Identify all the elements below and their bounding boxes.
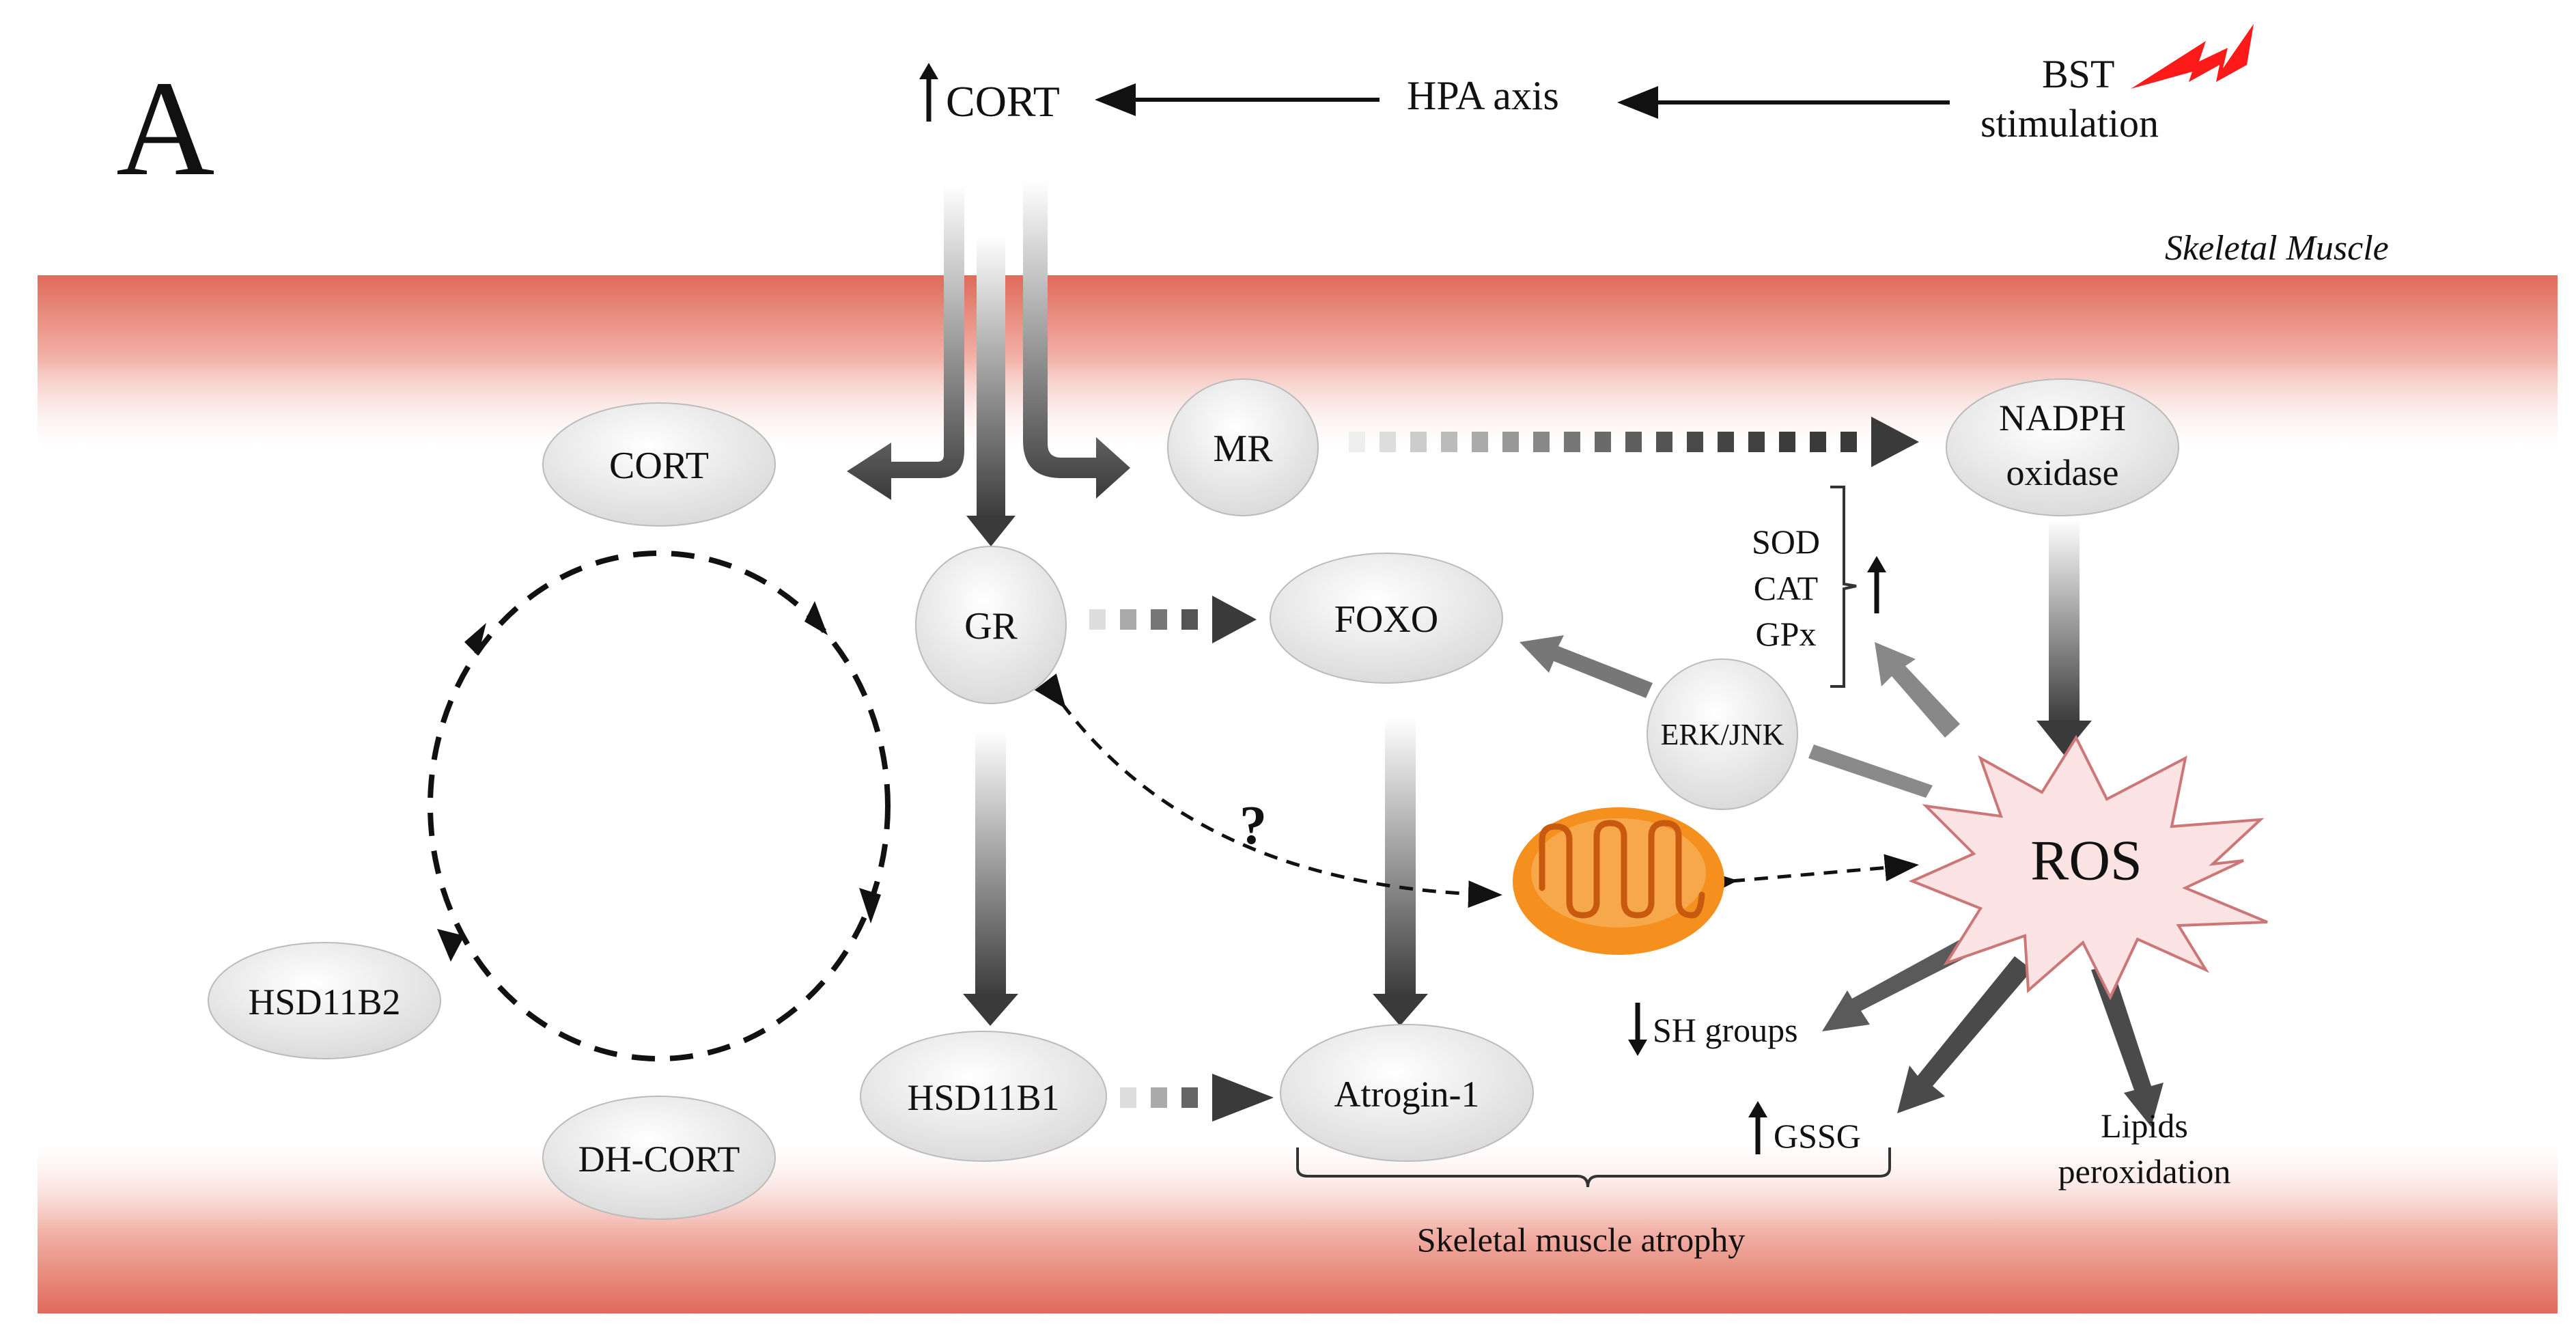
arrow-to-gr-shaft (977, 236, 1005, 519)
panel-letter: A (116, 53, 214, 204)
ros-to-lipids-arrow (2091, 964, 2164, 1127)
antioxidant-gpx: GPx (1756, 615, 1817, 653)
hsd11b1-to-atrogin-arrow (1120, 1074, 1274, 1122)
node-erk-jnk: ERK/JNK (1647, 658, 1798, 810)
mito-ros-dashed-link (1703, 854, 1919, 897)
up-arrow-icon (1867, 556, 1886, 613)
node-atrogin-1: Atrogin-1 (1280, 1024, 1534, 1162)
region-label: Skeletal Muscle (2165, 229, 2389, 268)
svg-text:HSD11B1: HSD11B1 (907, 1077, 1059, 1118)
lipids-label-line1: Lipids (2101, 1107, 2188, 1145)
antioxidant-cat: CAT (1754, 569, 1818, 607)
ros-to-sh-arrow (1822, 936, 1979, 1031)
question-mark: ? (1240, 796, 1267, 856)
antioxidant-sod: SOD (1752, 523, 1820, 561)
top-flow: CORT HPA axis BST stimulation (919, 24, 2254, 145)
svg-text:HSD11B2: HSD11B2 (248, 982, 400, 1022)
erkjnk-to-foxo-arrow (1520, 635, 1653, 698)
svg-text:ERK/JNK: ERK/JNK (1661, 718, 1784, 751)
top-cort-label: CORT (946, 77, 1060, 126)
node-nadph-oxidase: NADPH oxidase (1946, 378, 2179, 516)
antioxidant-group: SOD CAT GPx (1752, 486, 1886, 688)
arrow-to-gr-head (966, 516, 1016, 546)
svg-text:Atrogin-1: Atrogin-1 (1334, 1074, 1480, 1115)
node-gr: GR (915, 546, 1067, 704)
atrophy-brace (1296, 1147, 1891, 1188)
up-arrow-icon (1748, 1101, 1767, 1154)
svg-text:CORT: CORT (609, 445, 709, 487)
arrow-to-cort-node (847, 184, 964, 500)
svg-text:FOXO: FOXO (1334, 598, 1438, 641)
bst-label-line1: BST (2042, 52, 2114, 96)
lipids-label-line2: peroxidation (2058, 1152, 2231, 1191)
gr-to-foxo-arrow (1089, 596, 1257, 643)
atrophy-label: Skeletal muscle atrophy (1417, 1221, 1745, 1259)
hpa-axis-label: HPA axis (1407, 73, 1559, 118)
arrow-to-mr (1023, 181, 1130, 499)
ros-to-erkjnk-arrow (1808, 744, 1933, 798)
svg-text:oxidase: oxidase (2006, 452, 2119, 493)
sh-groups-label: SH groups (1653, 1011, 1798, 1049)
down-arrow-icon (1628, 1003, 1647, 1056)
svg-text:GR: GR (964, 605, 1018, 648)
cort-cycle (428, 551, 891, 1061)
node-foxo: FOXO (1270, 553, 1503, 684)
up-arrow-icon (919, 63, 938, 122)
nadph-to-ros-arrow (2036, 519, 2092, 755)
node-hsd11b2: HSD11B2 (208, 942, 441, 1059)
mitochondrion-icon (1513, 807, 1724, 955)
node-mr: MR (1167, 378, 1319, 516)
svg-text:DH-CORT: DH-CORT (578, 1139, 740, 1180)
node-dh-cort: DH-CORT (542, 1096, 776, 1220)
svg-text:MR: MR (1213, 428, 1273, 470)
node-hsd11b1: HSD11B1 (860, 1031, 1107, 1162)
node-ros: ROS (1908, 734, 2268, 1001)
gssg-label: GSSG (1774, 1117, 1861, 1155)
lightning-icon (2131, 24, 2254, 89)
gr-to-hsd11b1-arrow (963, 731, 1018, 1026)
svg-text:ROS: ROS (2030, 829, 2142, 892)
ros-to-antioxidants-arrow (1875, 642, 1960, 738)
node-cort: CORT (542, 402, 776, 527)
mr-to-nadph-arrow (1349, 417, 1919, 467)
ros-to-gssg-arrow (1897, 956, 2032, 1113)
antioxidant-brace (1830, 486, 1857, 688)
bst-label-line2: stimulation (1980, 101, 2159, 145)
cort-entry-arrows (847, 181, 1130, 546)
svg-text:NADPH: NADPH (1999, 398, 2126, 439)
